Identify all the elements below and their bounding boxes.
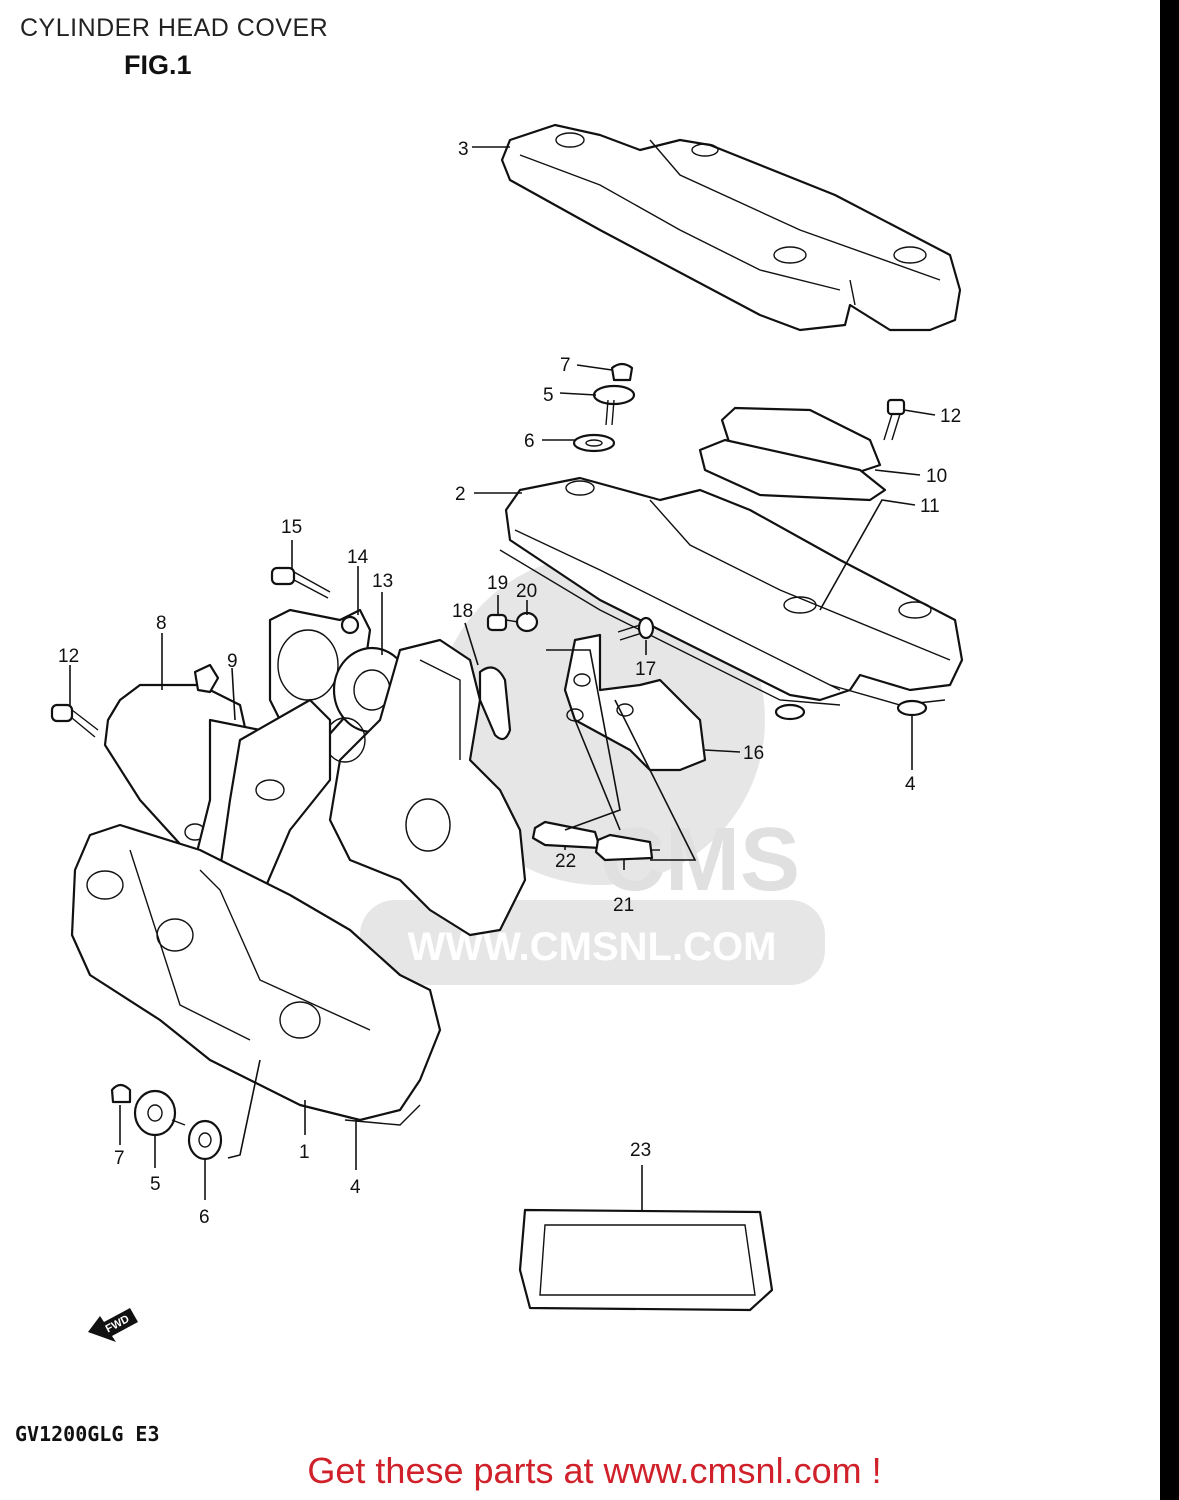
parts-5-6-7-upper	[572, 362, 636, 453]
callout-5: 5	[543, 385, 554, 406]
callout-12-left: 12	[58, 646, 79, 667]
footer-cta[interactable]: Get these parts at www.cmsnl.com !	[307, 1450, 882, 1491]
callout-13: 13	[372, 571, 393, 592]
callout-10: 10	[926, 466, 947, 487]
fwd-arrow: FWD	[88, 1308, 138, 1342]
callout-6-lower: 6	[199, 1207, 210, 1228]
callout-23: 23	[630, 1140, 651, 1161]
callout-2: 2	[455, 484, 466, 505]
callout-4: 4	[905, 774, 916, 795]
callout-4-lower: 4	[350, 1177, 361, 1198]
callout-15: 15	[281, 517, 302, 538]
part-15-bolt	[270, 566, 331, 599]
parts-19-20	[486, 611, 539, 633]
part-2-cover-right	[499, 476, 964, 721]
callout-8: 8	[156, 613, 167, 634]
part-23-mat	[518, 1208, 774, 1312]
callout-12: 12	[940, 406, 961, 427]
part-12-bolt-left	[50, 703, 99, 738]
model-code: GV1200GLG E3	[15, 1422, 160, 1446]
figure-number: FIG.1	[124, 50, 192, 80]
parts-21-22-plugs	[531, 820, 660, 862]
page-title: CYLINDER HEAD COVER	[20, 14, 329, 42]
part-16-fitting	[563, 633, 707, 772]
watermark-logo: CMS	[600, 810, 800, 910]
part-12-bolt-upper	[883, 398, 906, 441]
parts-10-11-cap-gasket	[698, 406, 887, 502]
callout-19: 19	[487, 573, 508, 594]
leader-lines	[69, 146, 936, 1210]
callout-7-lower: 7	[114, 1148, 125, 1169]
callout-labels: 3 7 5 6 2 12 10 11 15 14 13 19 20 18 8 1…	[58, 139, 961, 1228]
part-17-bolt	[617, 616, 655, 641]
scan-edge	[1160, 0, 1179, 1500]
callout-16: 16	[743, 743, 764, 764]
callout-11: 11	[920, 496, 940, 517]
callout-9: 9	[227, 651, 238, 672]
part-1-cover-lower	[70, 823, 442, 1126]
part-18-gasket	[478, 666, 512, 741]
callout-6: 6	[524, 431, 535, 452]
callout-14: 14	[347, 547, 369, 568]
callout-3: 3	[458, 139, 469, 160]
callout-21: 21	[613, 895, 634, 916]
callout-18: 18	[452, 601, 473, 622]
callout-20: 20	[516, 581, 537, 602]
callout-17: 17	[635, 659, 656, 680]
callout-5-lower: 5	[150, 1174, 161, 1195]
part-3-cover-upper	[500, 123, 962, 332]
callout-1: 1	[299, 1142, 310, 1163]
callout-7: 7	[560, 355, 571, 376]
callout-22: 22	[555, 851, 576, 872]
parts-5-6-7-lower	[110, 1083, 223, 1161]
